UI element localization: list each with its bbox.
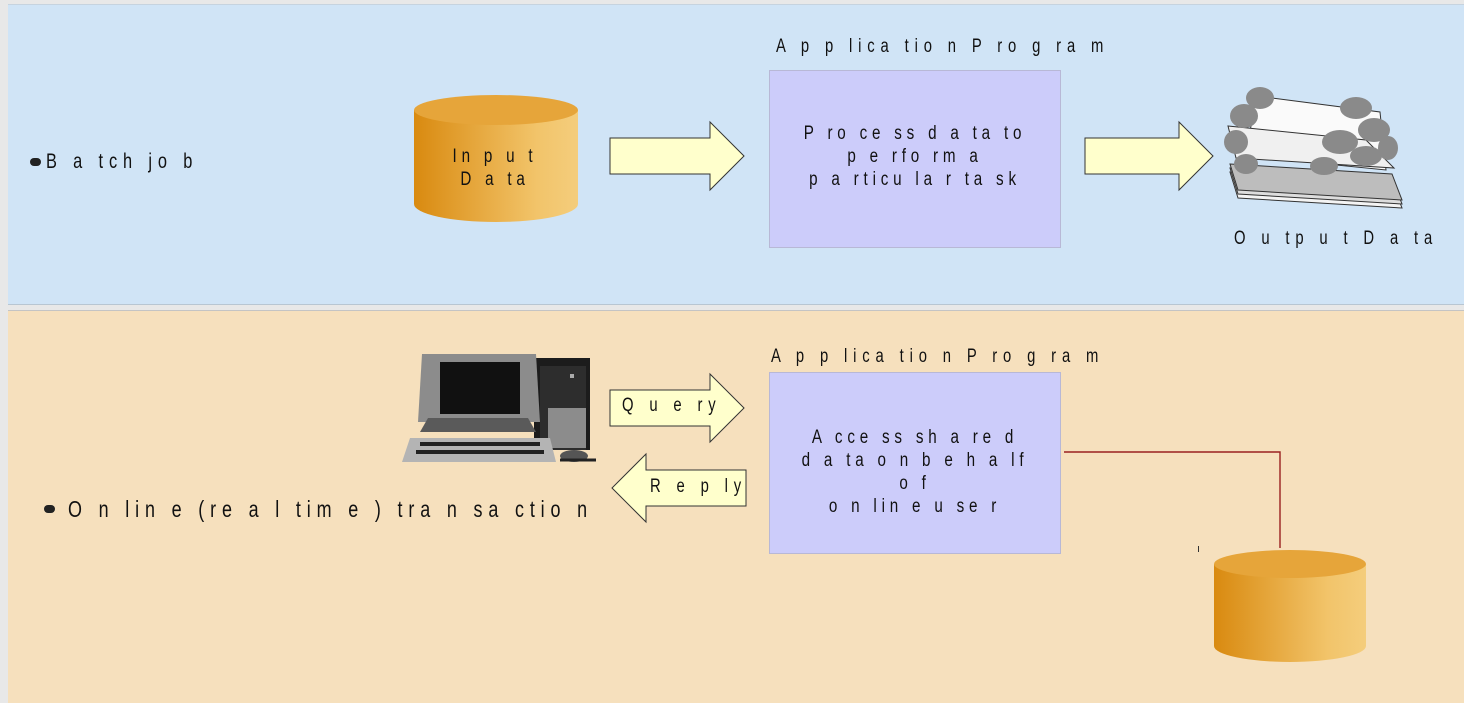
- tick-mark: [1198, 546, 1199, 552]
- online-program-text: A cce ss sh a re d d a ta o n b e h a lf…: [799, 426, 1031, 518]
- batch-program-line-2: p e rfo rm a: [847, 146, 983, 167]
- online-program-title: A p p lica tio n P ro g ra m: [771, 346, 1105, 367]
- reply-label: R e p ly: [650, 476, 748, 497]
- desktop-computer-icon: [402, 354, 596, 462]
- input-data-label: In p u t D a ta: [451, 145, 539, 191]
- batch-program-title: A p p lica tio n P ro g ra m: [776, 36, 1110, 57]
- output-data-label: O u tp u t D a ta: [1234, 228, 1439, 249]
- batch-job-label: B a tch jo b: [46, 150, 199, 173]
- input-data-line-2: D a ta: [460, 169, 530, 190]
- printed-report-icon: [1224, 87, 1403, 209]
- online-program-line-3: o n lin e u se r: [828, 496, 1002, 517]
- batch-program-line-1: P ro ce ss d a ta to: [803, 123, 1027, 144]
- online-program-line-1: A cce ss sh a re d: [811, 427, 1019, 448]
- online-transaction-label: O n lin e (re a l tim e ) tra n sa ctio …: [68, 496, 594, 522]
- shared-data-connector: [1064, 451, 1281, 548]
- batch-input-arrow: [609, 120, 745, 192]
- input-data-cylinder-icon: [414, 95, 578, 222]
- batch-output-arrow: [1084, 120, 1214, 192]
- online-program-line-2: d a ta o n b e h a lf o f: [801, 450, 1029, 494]
- batch-program-text: P ro ce ss d a ta to p e rfo rm a p a rt…: [799, 122, 1031, 191]
- batch-program-box: [769, 70, 1061, 248]
- shared-data-cylinder-icon: [1214, 550, 1366, 662]
- online-bullet: [44, 505, 55, 513]
- batch-program-line-3: p a rticu la r ta sk: [809, 169, 1021, 190]
- online-program-box: [769, 372, 1061, 554]
- query-arrow: [609, 372, 745, 444]
- input-data-line-1: In p u t: [452, 146, 538, 167]
- query-label: Q u e ry: [622, 395, 722, 416]
- batch-bullet: [30, 158, 41, 166]
- reply-arrow: [611, 452, 747, 524]
